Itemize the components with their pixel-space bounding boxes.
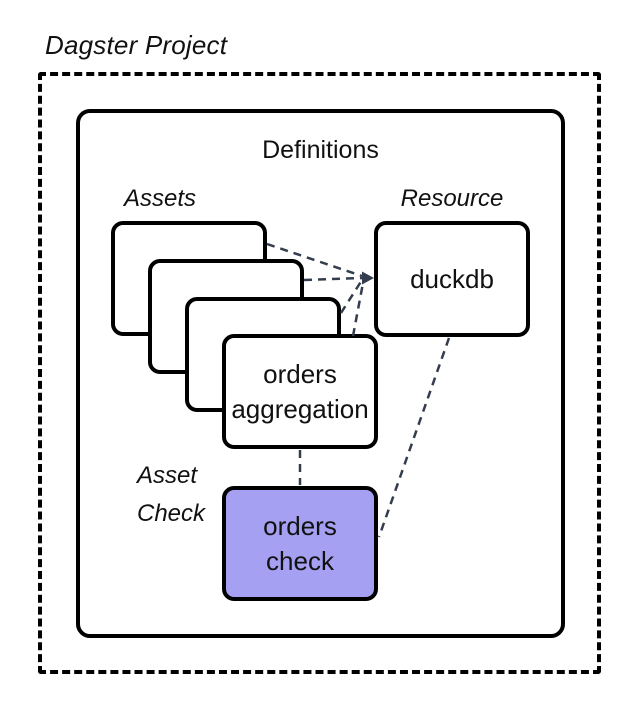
asset-check-node-orders-check: orders check: [222, 486, 378, 601]
resource-group-label: Resource: [400, 185, 504, 212]
assets-group-label: Assets: [124, 185, 197, 212]
asset-check-node-label: orders check: [263, 511, 337, 576]
diagram-title: Dagster Project: [45, 30, 228, 60]
resource-node-duckdb: duckdb: [374, 221, 530, 337]
dagster-project-boundary: [38, 72, 601, 674]
asset-node-orders-aggregation: orders aggregation: [222, 334, 378, 449]
asset-node-label: orders aggregation: [231, 359, 369, 424]
asset-check-group-label: Asset Check: [137, 462, 206, 527]
definitions-label: Definitions: [262, 136, 379, 164]
resource-node-label: duckdb: [410, 263, 494, 294]
